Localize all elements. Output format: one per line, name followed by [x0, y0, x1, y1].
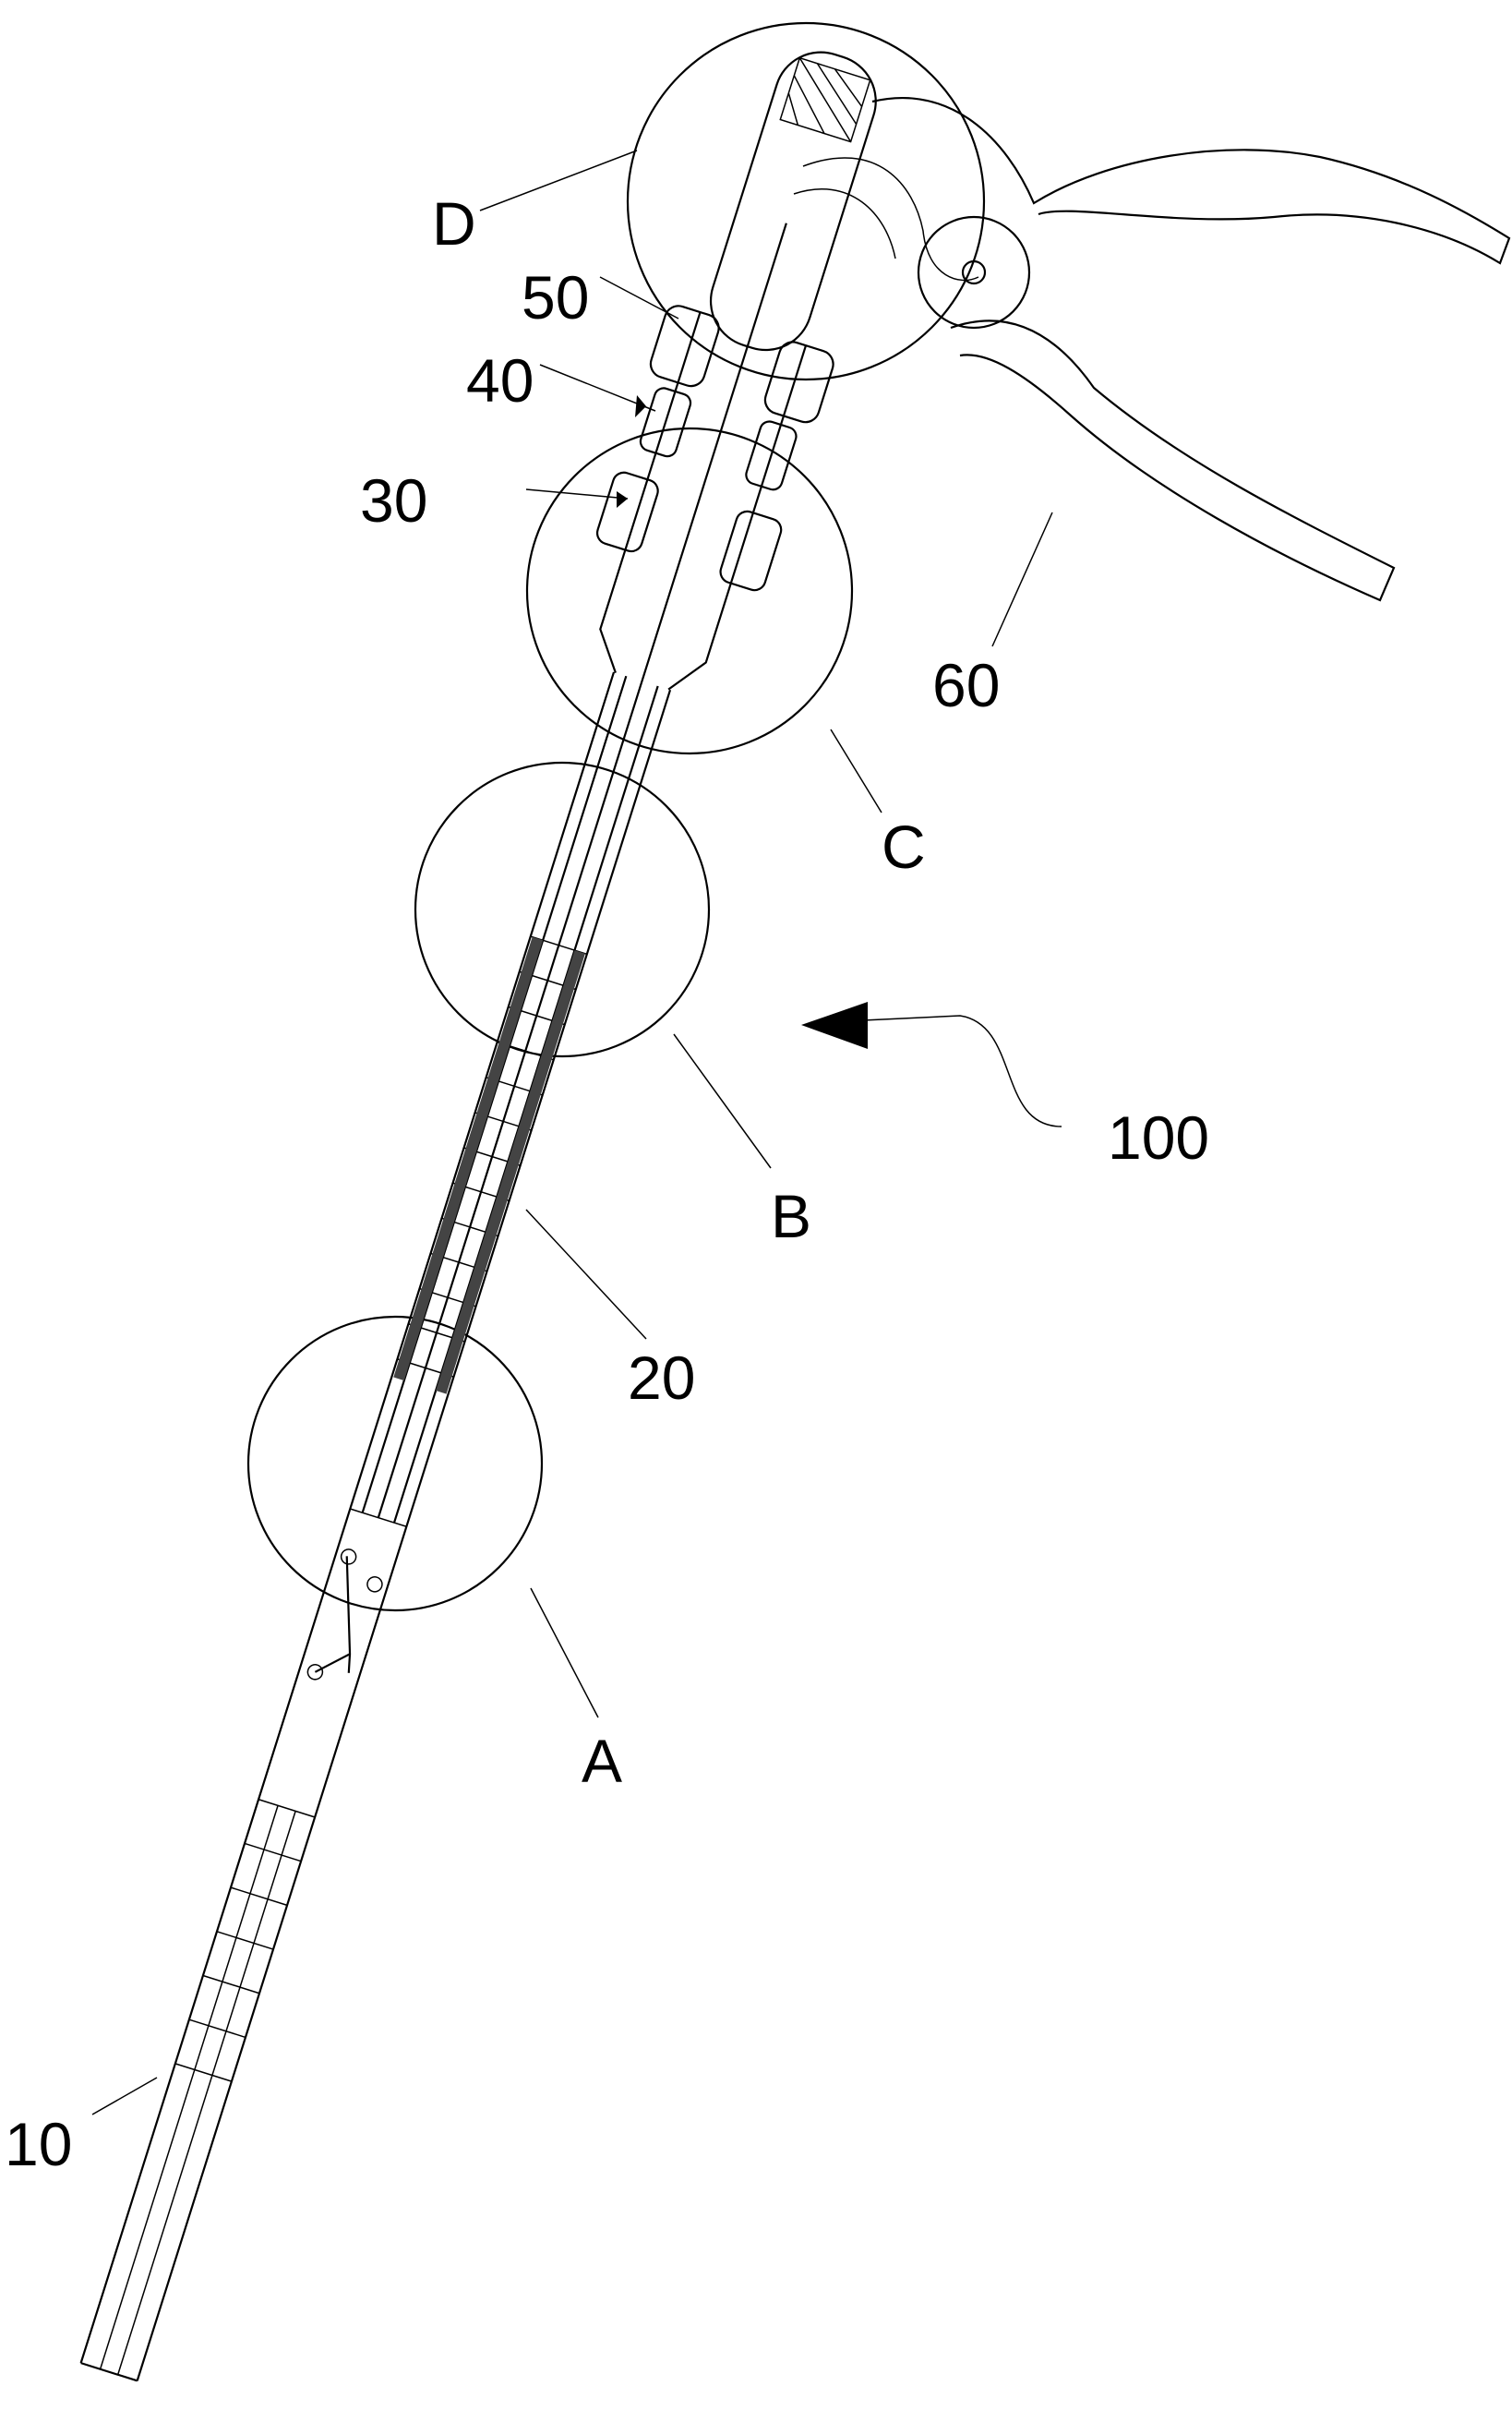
instrument-shaft [79, 51, 877, 2382]
detail-circle-b [414, 761, 711, 1058]
leader-lines [91, 150, 1062, 2115]
view-arrow-icon [801, 1002, 868, 1049]
detail-circle-a [246, 1315, 544, 1612]
handle-lever [793, 97, 1511, 602]
label-20: 20 [628, 1344, 695, 1412]
label-c: C [882, 813, 926, 881]
label-40: 40 [466, 346, 534, 415]
detail-circle-d [626, 21, 986, 381]
label-b: B [771, 1182, 811, 1250]
label-60: 60 [932, 651, 1000, 719]
label-50: 50 [522, 263, 589, 331]
detail-circle-c [525, 427, 854, 755]
label-30: 30 [360, 466, 427, 535]
label-10: 10 [5, 2110, 72, 2178]
label-d: D [432, 189, 476, 258]
label-100: 100 [1108, 1103, 1209, 1172]
label-a: A [582, 1727, 622, 1795]
